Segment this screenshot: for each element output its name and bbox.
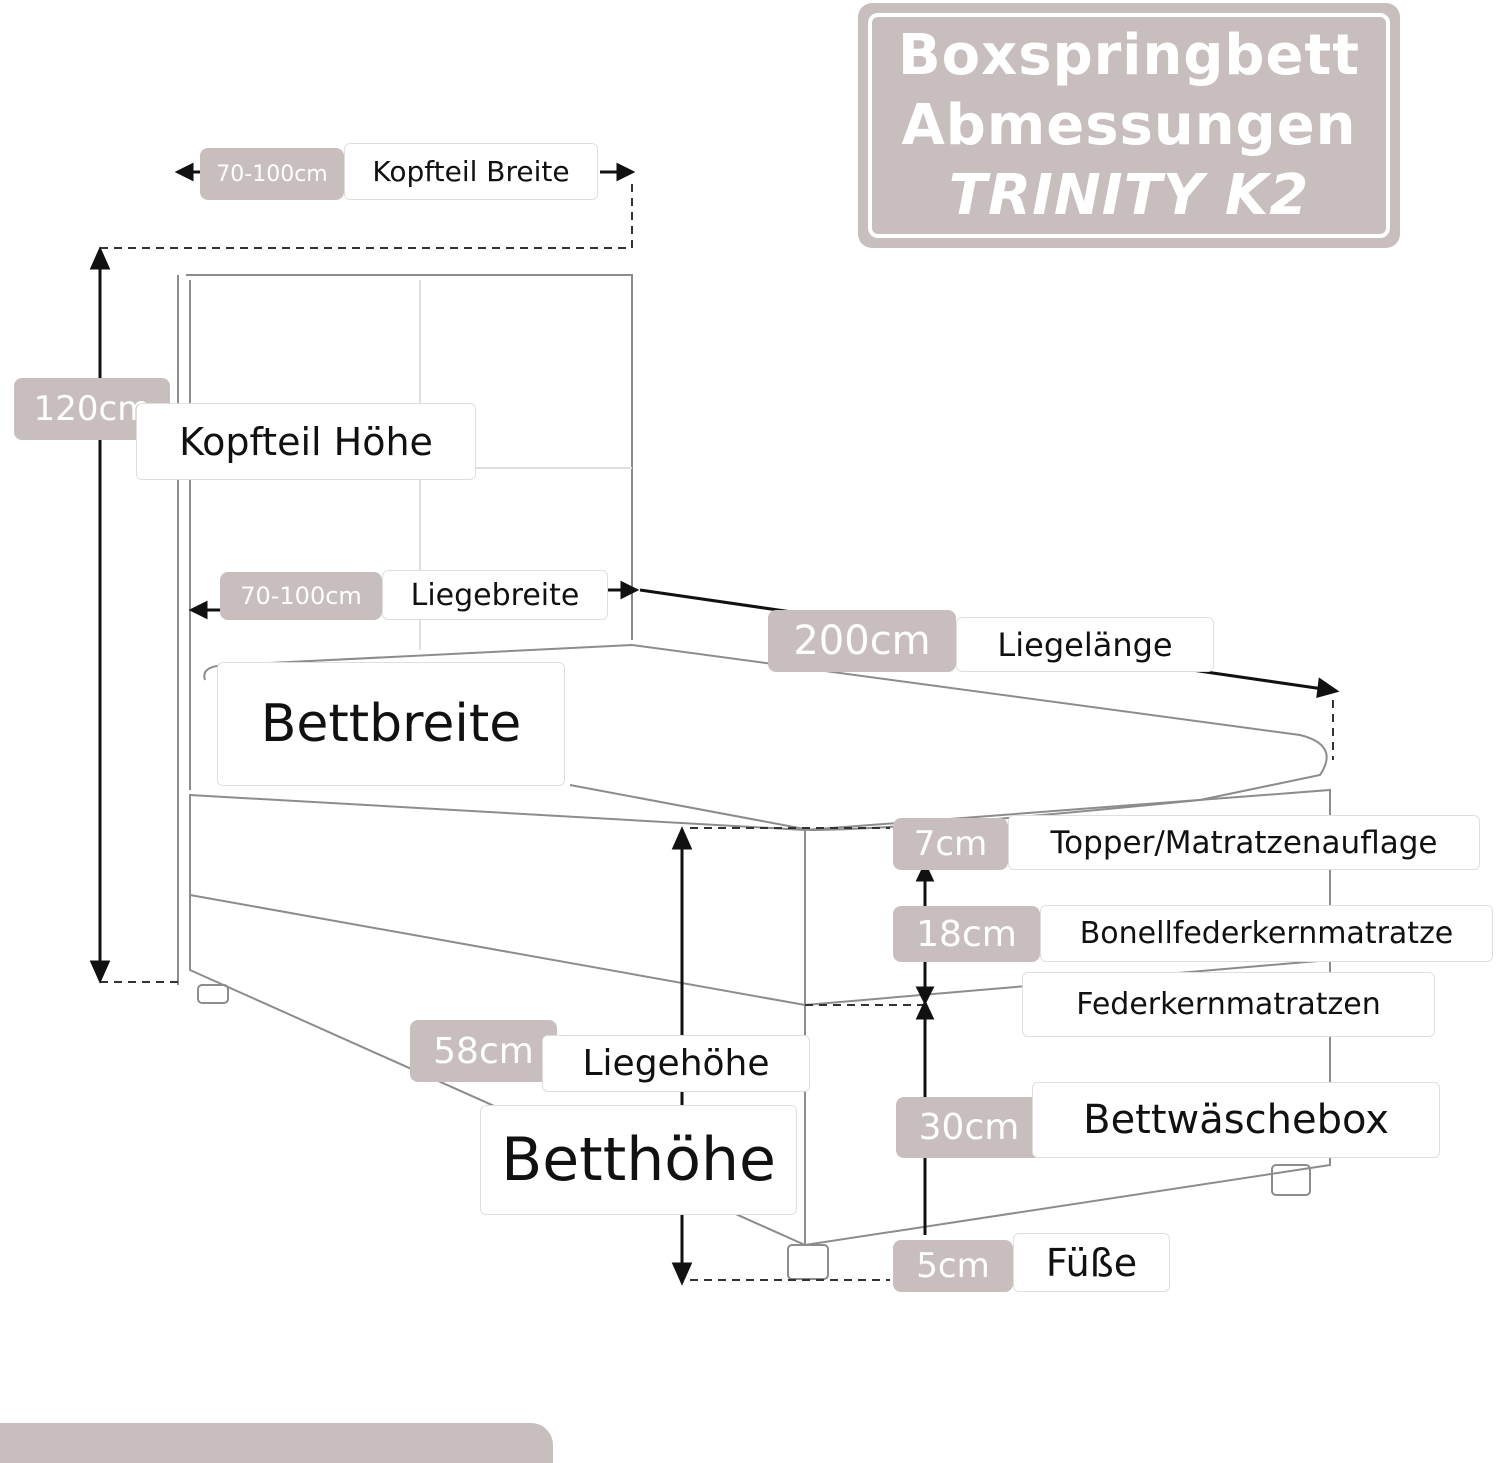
dimension-value: 18cm [893, 906, 1040, 962]
title-line: Abmessungen [901, 92, 1357, 158]
dimension-value: 58cm [410, 1020, 557, 1082]
bottom-bar [0, 1423, 553, 1463]
dimension-label: Bettwäschebox [1032, 1082, 1440, 1158]
dimension-value: 5cm [893, 1240, 1013, 1292]
title-line: TRINITY K2 [948, 162, 1310, 228]
dimension-label: Liegehöhe [542, 1035, 810, 1092]
dimension-value: 70-100cm [220, 572, 382, 620]
dimension-label: Füße [1013, 1233, 1170, 1292]
foot [197, 984, 229, 1004]
dimension-sublabel: Federkernmatratzen [1022, 972, 1435, 1037]
dimension-value: 30cm [896, 1097, 1042, 1158]
dimension-label: Bonellfederkernmatratze [1040, 905, 1493, 962]
foot [787, 1244, 829, 1280]
dimension-label: Kopfteil Höhe [136, 403, 476, 480]
dimension-label: Liegelänge [956, 617, 1214, 672]
dimension-label: Betthöhe [480, 1105, 797, 1215]
dimension-label: Bettbreite [217, 662, 565, 786]
dimension-value: 7cm [893, 818, 1008, 870]
dimension-label: Topper/Matratzenauflage [1008, 815, 1480, 870]
dimension-label: Liegebreite [382, 570, 608, 620]
dimension-value: 70-100cm [200, 148, 344, 200]
foot [1271, 1164, 1311, 1196]
headboard [177, 274, 633, 985]
dimension-value: 200cm [768, 610, 956, 672]
dimension-label: Kopfteil Breite [344, 143, 598, 200]
title-banner: Boxspringbett Abmessungen TRINITY K2 [858, 3, 1400, 248]
title-line: Boxspringbett [897, 22, 1361, 88]
